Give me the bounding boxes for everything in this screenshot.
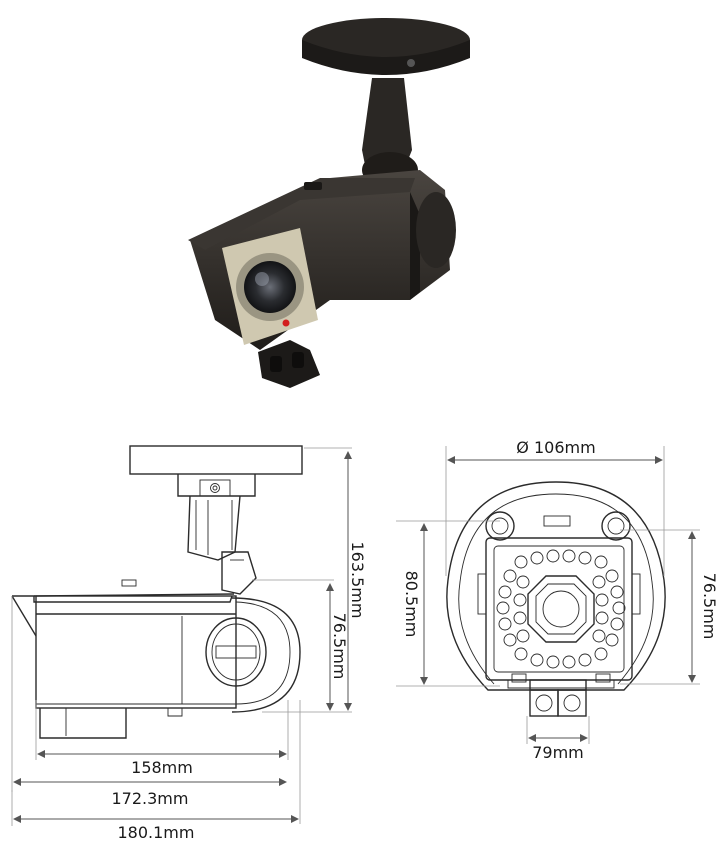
- rear-cap-side: [231, 597, 301, 713]
- left-ear: [485, 511, 515, 541]
- mount-screw: [407, 59, 415, 67]
- mount-base-side: [302, 40, 470, 75]
- front-housing-outline: [446, 481, 666, 691]
- sunshield: [188, 178, 415, 250]
- lens-front: [542, 590, 580, 628]
- front-gland-2: [557, 689, 587, 717]
- dim-label-side-body-height: 76.5mm: [330, 613, 349, 680]
- bracket-arm-side: [187, 495, 241, 561]
- swivel-knob: [205, 617, 267, 687]
- top-screw-front: [543, 515, 571, 527]
- mount-plate: [129, 445, 303, 475]
- dim-label-180: 180.1mm: [118, 823, 195, 842]
- dim-label-diameter: Ø 106mm: [516, 438, 595, 457]
- cable-gland-1: [270, 356, 282, 372]
- top-screw: [304, 182, 322, 190]
- ir-face: [485, 537, 633, 681]
- rear-cap: [416, 192, 456, 268]
- front-view-drawing: Ø 106mm 80.5mm 76.5mm 79mm: [396, 438, 719, 762]
- dim-label-bottom-width: 79mm: [532, 743, 584, 762]
- cable-section: [39, 708, 127, 739]
- bracket-joint-side: [221, 551, 257, 595]
- dim-label-front-body-height: 76.5mm: [700, 573, 719, 640]
- product-photo: [188, 18, 470, 388]
- side-view-drawing: 163.5mm 76.5mm 158mm 172.3mm 180.1mm: [11, 445, 367, 842]
- dim-label-172: 172.3mm: [112, 789, 189, 808]
- lens: [244, 261, 296, 313]
- mount-base-top: [302, 18, 470, 62]
- dim-label-front-height: 80.5mm: [402, 571, 421, 638]
- ir-led-array: [496, 549, 626, 669]
- bracket-screw: [210, 483, 220, 493]
- ir-indicator-led: [282, 319, 290, 327]
- dim-label-total-height: 163.5mm: [348, 542, 367, 619]
- front-gland-1: [529, 689, 559, 717]
- right-ear: [601, 511, 631, 541]
- sunshield-screw: [121, 579, 137, 587]
- dim-label-158: 158mm: [131, 758, 193, 777]
- lens-reflection: [255, 272, 269, 286]
- sunshield-side: [12, 595, 233, 603]
- bracket-nut: [199, 479, 231, 497]
- cable-gland-2: [292, 352, 304, 368]
- cable-gland-block: [258, 340, 320, 388]
- lens-housing-front: [527, 575, 595, 643]
